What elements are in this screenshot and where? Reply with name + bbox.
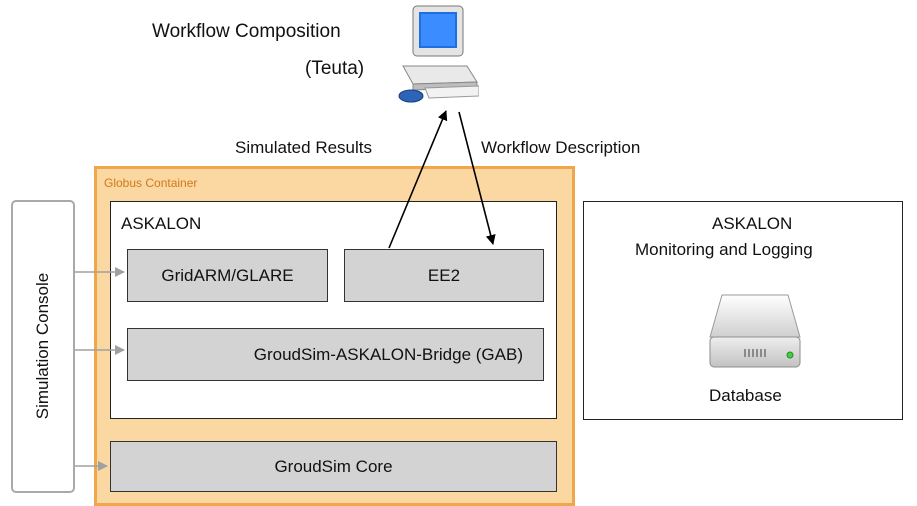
workflow-composition-title: Workflow Composition	[152, 21, 341, 42]
globus-container-label: Globus Container	[104, 176, 198, 190]
monitoring-askalon-title: ASKALON	[712, 214, 793, 233]
monitoring-logging-title: Monitoring and Logging	[635, 240, 813, 259]
simulation-console-label: Simulation Console	[33, 272, 52, 420]
gab-box: GroudSim-ASKALON-Bridge (GAB)	[127, 328, 544, 381]
gab-label: GroudSim-ASKALON-Bridge (GAB)	[253, 344, 523, 364]
ee2-box: EE2	[344, 249, 544, 302]
groudsim-core-label: GroudSim Core	[274, 456, 393, 476]
database-icon	[709, 294, 801, 368]
teuta-label: (Teuta)	[305, 58, 365, 79]
workflow-description-label: Workflow Description	[481, 138, 641, 157]
gridarm-glare-box: GridARM/GLARE	[127, 249, 328, 302]
computer-icon	[398, 5, 479, 103]
groudsim-core-box: GroudSim Core	[110, 441, 557, 492]
askalon-title: ASKALON	[121, 214, 202, 233]
database-label: Database	[709, 386, 782, 405]
ee2-label: EE2	[427, 265, 461, 285]
simulated-results-label: Simulated Results	[235, 138, 373, 157]
gridarm-glare-label: GridARM/GLARE	[161, 265, 294, 285]
simulation-console	[11, 200, 75, 493]
